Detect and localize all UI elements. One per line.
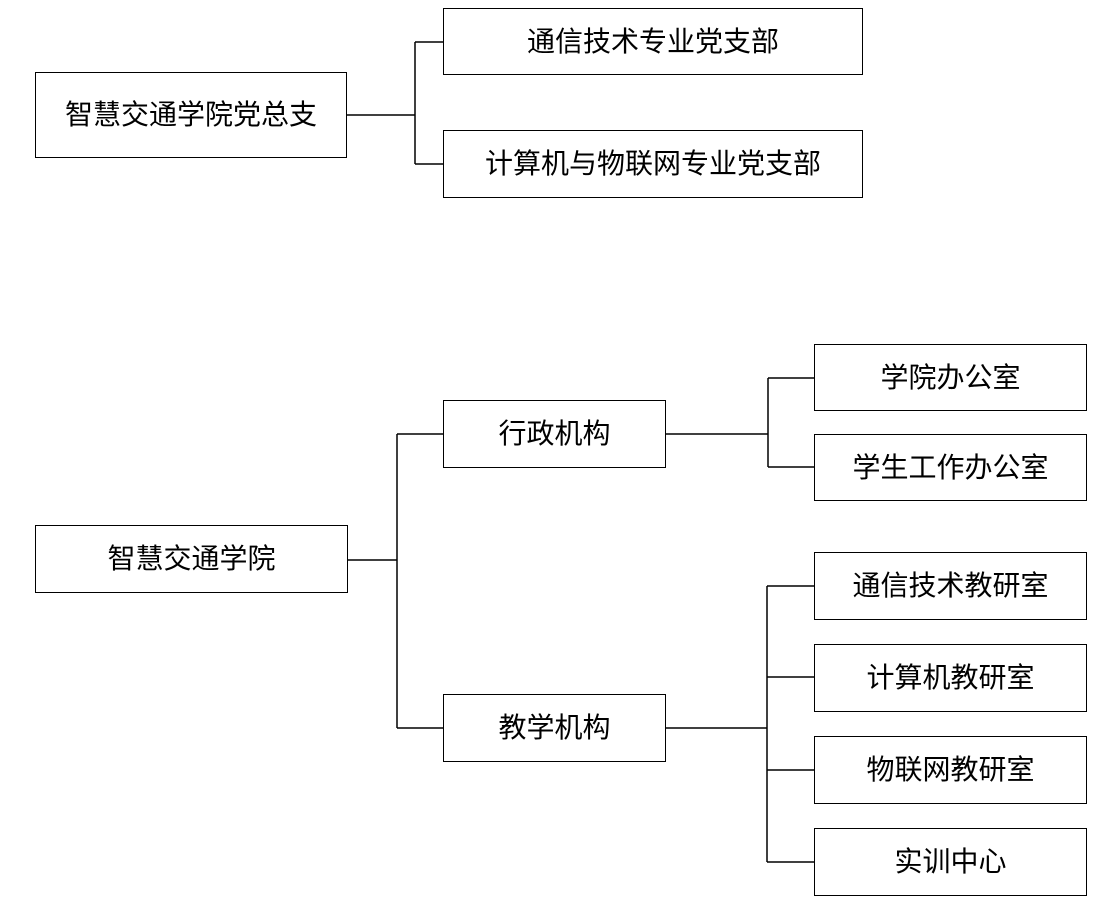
admin-node: 行政机构 — [443, 400, 666, 468]
admin-child-node-2: 学生工作办公室 — [814, 434, 1087, 501]
party-root-node: 智慧交通学院党总支 — [35, 72, 347, 158]
admin-child-node-1: 学院办公室 — [814, 344, 1087, 411]
teaching-child-node-1: 通信技术教研室 — [814, 552, 1087, 620]
teaching-node: 教学机构 — [443, 694, 666, 762]
party-branch-node-2: 计算机与物联网专业党支部 — [443, 130, 863, 198]
party-branch-node-1: 通信技术专业党支部 — [443, 8, 863, 75]
college-root-node: 智慧交通学院 — [35, 525, 348, 593]
teaching-child-node-4: 实训中心 — [814, 828, 1087, 896]
teaching-child-node-2: 计算机教研室 — [814, 644, 1087, 712]
teaching-child-node-3: 物联网教研室 — [814, 736, 1087, 804]
